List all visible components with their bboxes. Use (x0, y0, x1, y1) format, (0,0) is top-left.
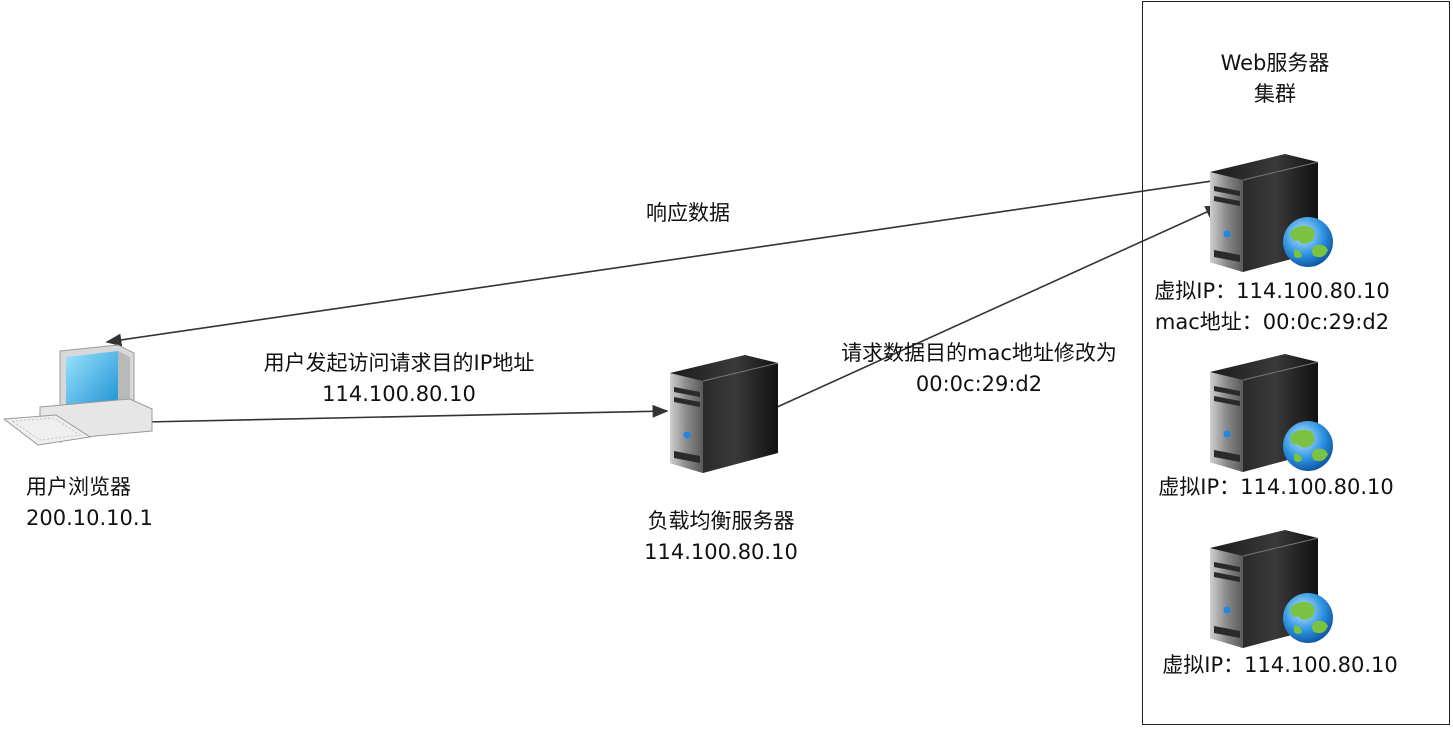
cluster-title-line1: Web服务器 (1220, 51, 1330, 75)
request-label-line2: 114.100.80.10 (322, 382, 476, 406)
web-server-globe-icon-3 (1209, 529, 1333, 649)
server-tower-icon (669, 354, 779, 474)
edge-forward (774, 205, 1222, 409)
load-balancer-ip: 114.100.80.10 (644, 540, 798, 564)
cluster-title: Web服务器 集群 (1190, 48, 1360, 110)
request-label: 用户发起访问请求目的IP地址 114.100.80.10 (226, 348, 572, 410)
request-label-line1: 用户发起访问请求目的IP地址 (263, 351, 535, 375)
forward-label-line2: 00:0c:29:d2 (915, 372, 1043, 396)
client-name: 用户浏览器 (26, 475, 131, 499)
web-server-cluster-box (1142, 1, 1450, 725)
cluster-title-line2: 集群 (1254, 82, 1296, 106)
edge-response (105, 169, 1289, 347)
server-2-label: 虚拟IP：114.100.80.10 (1158, 475, 1394, 499)
load-balancer-label: 负载均衡服务器 114.100.80.10 (608, 506, 834, 568)
server-1-mac: mac地址：00:0c:29:d2 (1154, 310, 1390, 334)
desktop-computer-icon (2, 344, 153, 446)
server-1-vip: 虚拟IP：114.100.80.10 (1154, 279, 1390, 303)
response-label: 响应数据 (646, 201, 730, 225)
forward-label: 请求数据目的mac地址修改为 00:0c:29:d2 (812, 338, 1146, 400)
forward-label-line1: 请求数据目的mac地址修改为 (841, 341, 1117, 365)
client-label: 用户浏览器 200.10.10.1 (26, 472, 153, 534)
client-ip: 200.10.10.1 (26, 506, 153, 530)
server-3-label: 虚拟IP：114.100.80.10 (1162, 653, 1398, 677)
web-server-globe-icon-1 (1209, 153, 1333, 273)
edge-request (144, 404, 669, 423)
server-1-label: 虚拟IP：114.100.80.10 mac地址：00:0c:29:d2 (1130, 276, 1414, 338)
web-server-globe-icon-2 (1209, 353, 1333, 473)
load-balancer-name: 负载均衡服务器 (647, 509, 795, 533)
